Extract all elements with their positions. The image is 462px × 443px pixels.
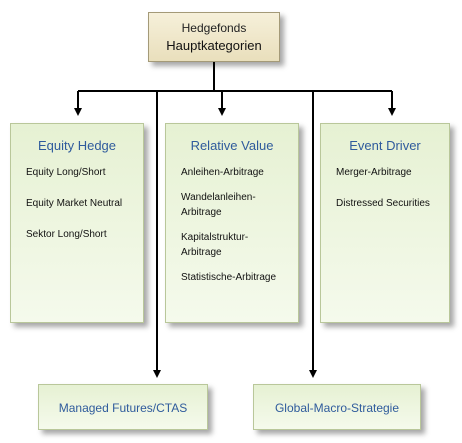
category-item: Anleihen-Arbitrage bbox=[181, 167, 264, 178]
category-title: Relative Value bbox=[190, 138, 274, 153]
category-item: Wandelanleihen- Arbitrage bbox=[181, 192, 256, 218]
category-title: Event Driver bbox=[349, 138, 421, 153]
category-title: Managed Futures/CTAS bbox=[58, 401, 188, 415]
category-item: Distressed Securities bbox=[336, 198, 430, 209]
category-event-driver: Event Driver Merger-Arbitrage Distressed… bbox=[320, 123, 450, 323]
category-item: Statistische-Arbitrage bbox=[181, 272, 277, 283]
category-equity-hedge: Equity Hedge Equity Long/Short Equity Ma… bbox=[10, 123, 144, 323]
category-item: Equity Market Neutral bbox=[26, 198, 123, 209]
root-title-line1: Hedgefonds bbox=[181, 21, 247, 35]
category-global-macro: Global-Macro-Strategie bbox=[253, 384, 421, 430]
category-item: Sektor Long/Short bbox=[26, 229, 107, 240]
category-managed-futures: Managed Futures/CTAS bbox=[38, 384, 208, 430]
root-node: Hedgefonds Hauptkategorien bbox=[148, 12, 280, 62]
category-title: Equity Hedge bbox=[37, 138, 117, 153]
root-title-line2: Hauptkategorien bbox=[166, 38, 262, 53]
category-item: Equity Long/Short bbox=[26, 167, 106, 178]
category-relative-value: Relative Value Anleihen-Arbitrage Wandel… bbox=[165, 123, 299, 323]
category-item: Merger-Arbitrage bbox=[336, 167, 412, 178]
category-title: Global-Macro-Strategie bbox=[274, 401, 400, 415]
category-item: Kapitalstruktur- Arbitrage bbox=[181, 232, 249, 258]
